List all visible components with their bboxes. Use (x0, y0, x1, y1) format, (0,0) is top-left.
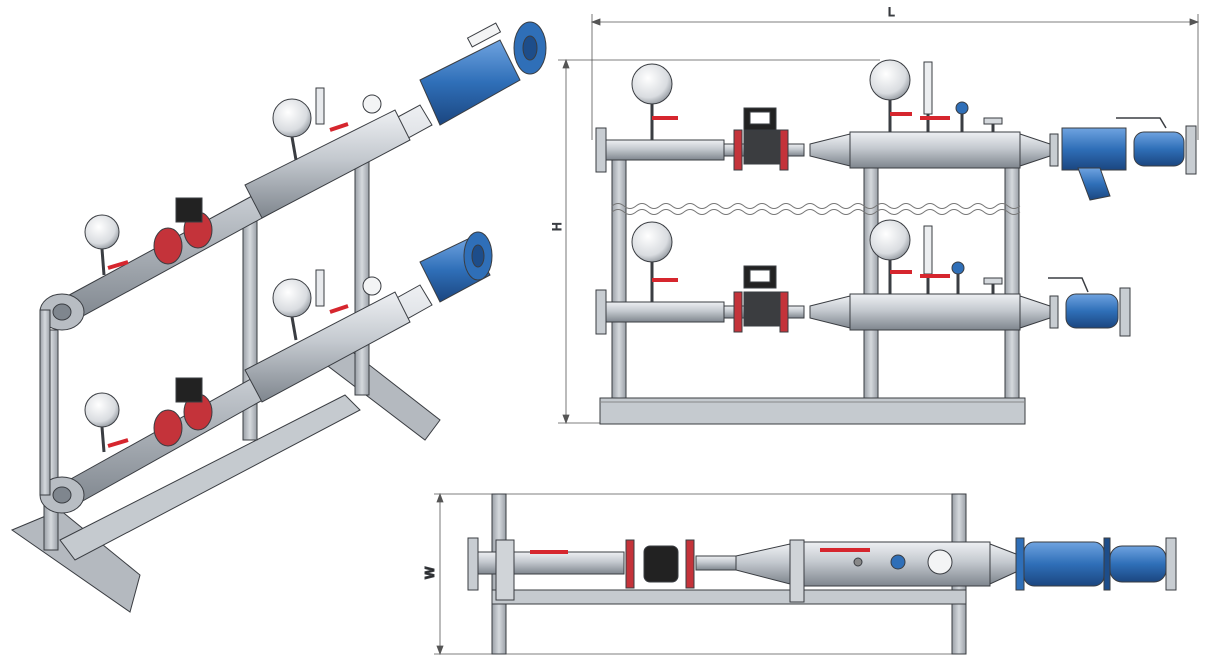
plan-strainer (1023, 541, 1105, 587)
front-lower-line (595, 219, 1131, 337)
front-upper-gauge-1 (631, 63, 673, 105)
plan-ball-valve (1109, 545, 1167, 583)
iso-lower-pipe-body (244, 291, 411, 403)
front-lower-meter-flange-left (733, 291, 743, 333)
iso-post-right (354, 154, 370, 396)
iso-lower-thermometer (315, 269, 325, 307)
break-line (611, 203, 1021, 209)
dimension-length (590, 14, 1200, 140)
front-upper-meter-flange-left (733, 129, 743, 171)
length-label: L (888, 5, 895, 19)
iso-lower-gauge-2 (272, 278, 312, 318)
iso-base-beam-long (59, 394, 361, 561)
front-upper-line (595, 59, 1197, 201)
iso-riser-pipe (39, 309, 51, 496)
front-upper-thermometer (923, 61, 933, 115)
iso-upper-gauge-2 (272, 98, 312, 138)
plan-view: W (422, 492, 1177, 656)
iso-upper-meter-flange (153, 227, 183, 265)
plan-meter-flange-left (625, 539, 635, 589)
iso-lower-meter (175, 377, 203, 403)
front-lower-gauge-2 (869, 219, 911, 261)
front-upper-meter-flange-right (779, 129, 789, 171)
front-lower-ball-valve (1065, 293, 1119, 329)
front-upper-sensor (955, 101, 969, 115)
iso-base-beam-back (318, 349, 441, 441)
iso-upper-pipe-body (244, 109, 411, 219)
dimension-height (558, 58, 1020, 425)
front-post-mid (863, 149, 879, 403)
iso-lower-gauge-1 (84, 392, 120, 428)
front-upper-ball-valve (1133, 131, 1185, 167)
iso-upper-thermometer (315, 87, 325, 125)
plan-gauge (927, 549, 953, 575)
width-label: W (422, 566, 437, 579)
front-lower-meter-flange-right (779, 291, 789, 333)
iso-lower-pressure-sensor (362, 276, 382, 296)
isometric-view (10, 21, 547, 613)
iso-upper-pressure-sensor (362, 94, 382, 114)
plan-frame-rail (491, 589, 967, 605)
iso-upper-strainer (419, 39, 521, 126)
front-elevation: L H (550, 5, 1200, 425)
plan-meter-flange-right (685, 539, 695, 589)
front-post-left (611, 149, 627, 403)
iso-upper-gauge-1 (84, 214, 120, 250)
front-upper-strainer (1061, 127, 1127, 171)
plan-sensor (890, 554, 906, 570)
iso-upper-meter (175, 197, 203, 223)
front-upper-gauge-2 (869, 59, 911, 101)
height-label: H (550, 222, 564, 231)
plan-meter (643, 545, 679, 583)
front-lower-gauge-1 (631, 221, 673, 263)
front-lower-sensor (951, 261, 965, 275)
iso-lower-meter-flange (153, 409, 183, 447)
front-lower-thermometer (923, 225, 933, 275)
front-post-right (1004, 149, 1020, 403)
dimension-width (434, 492, 962, 656)
